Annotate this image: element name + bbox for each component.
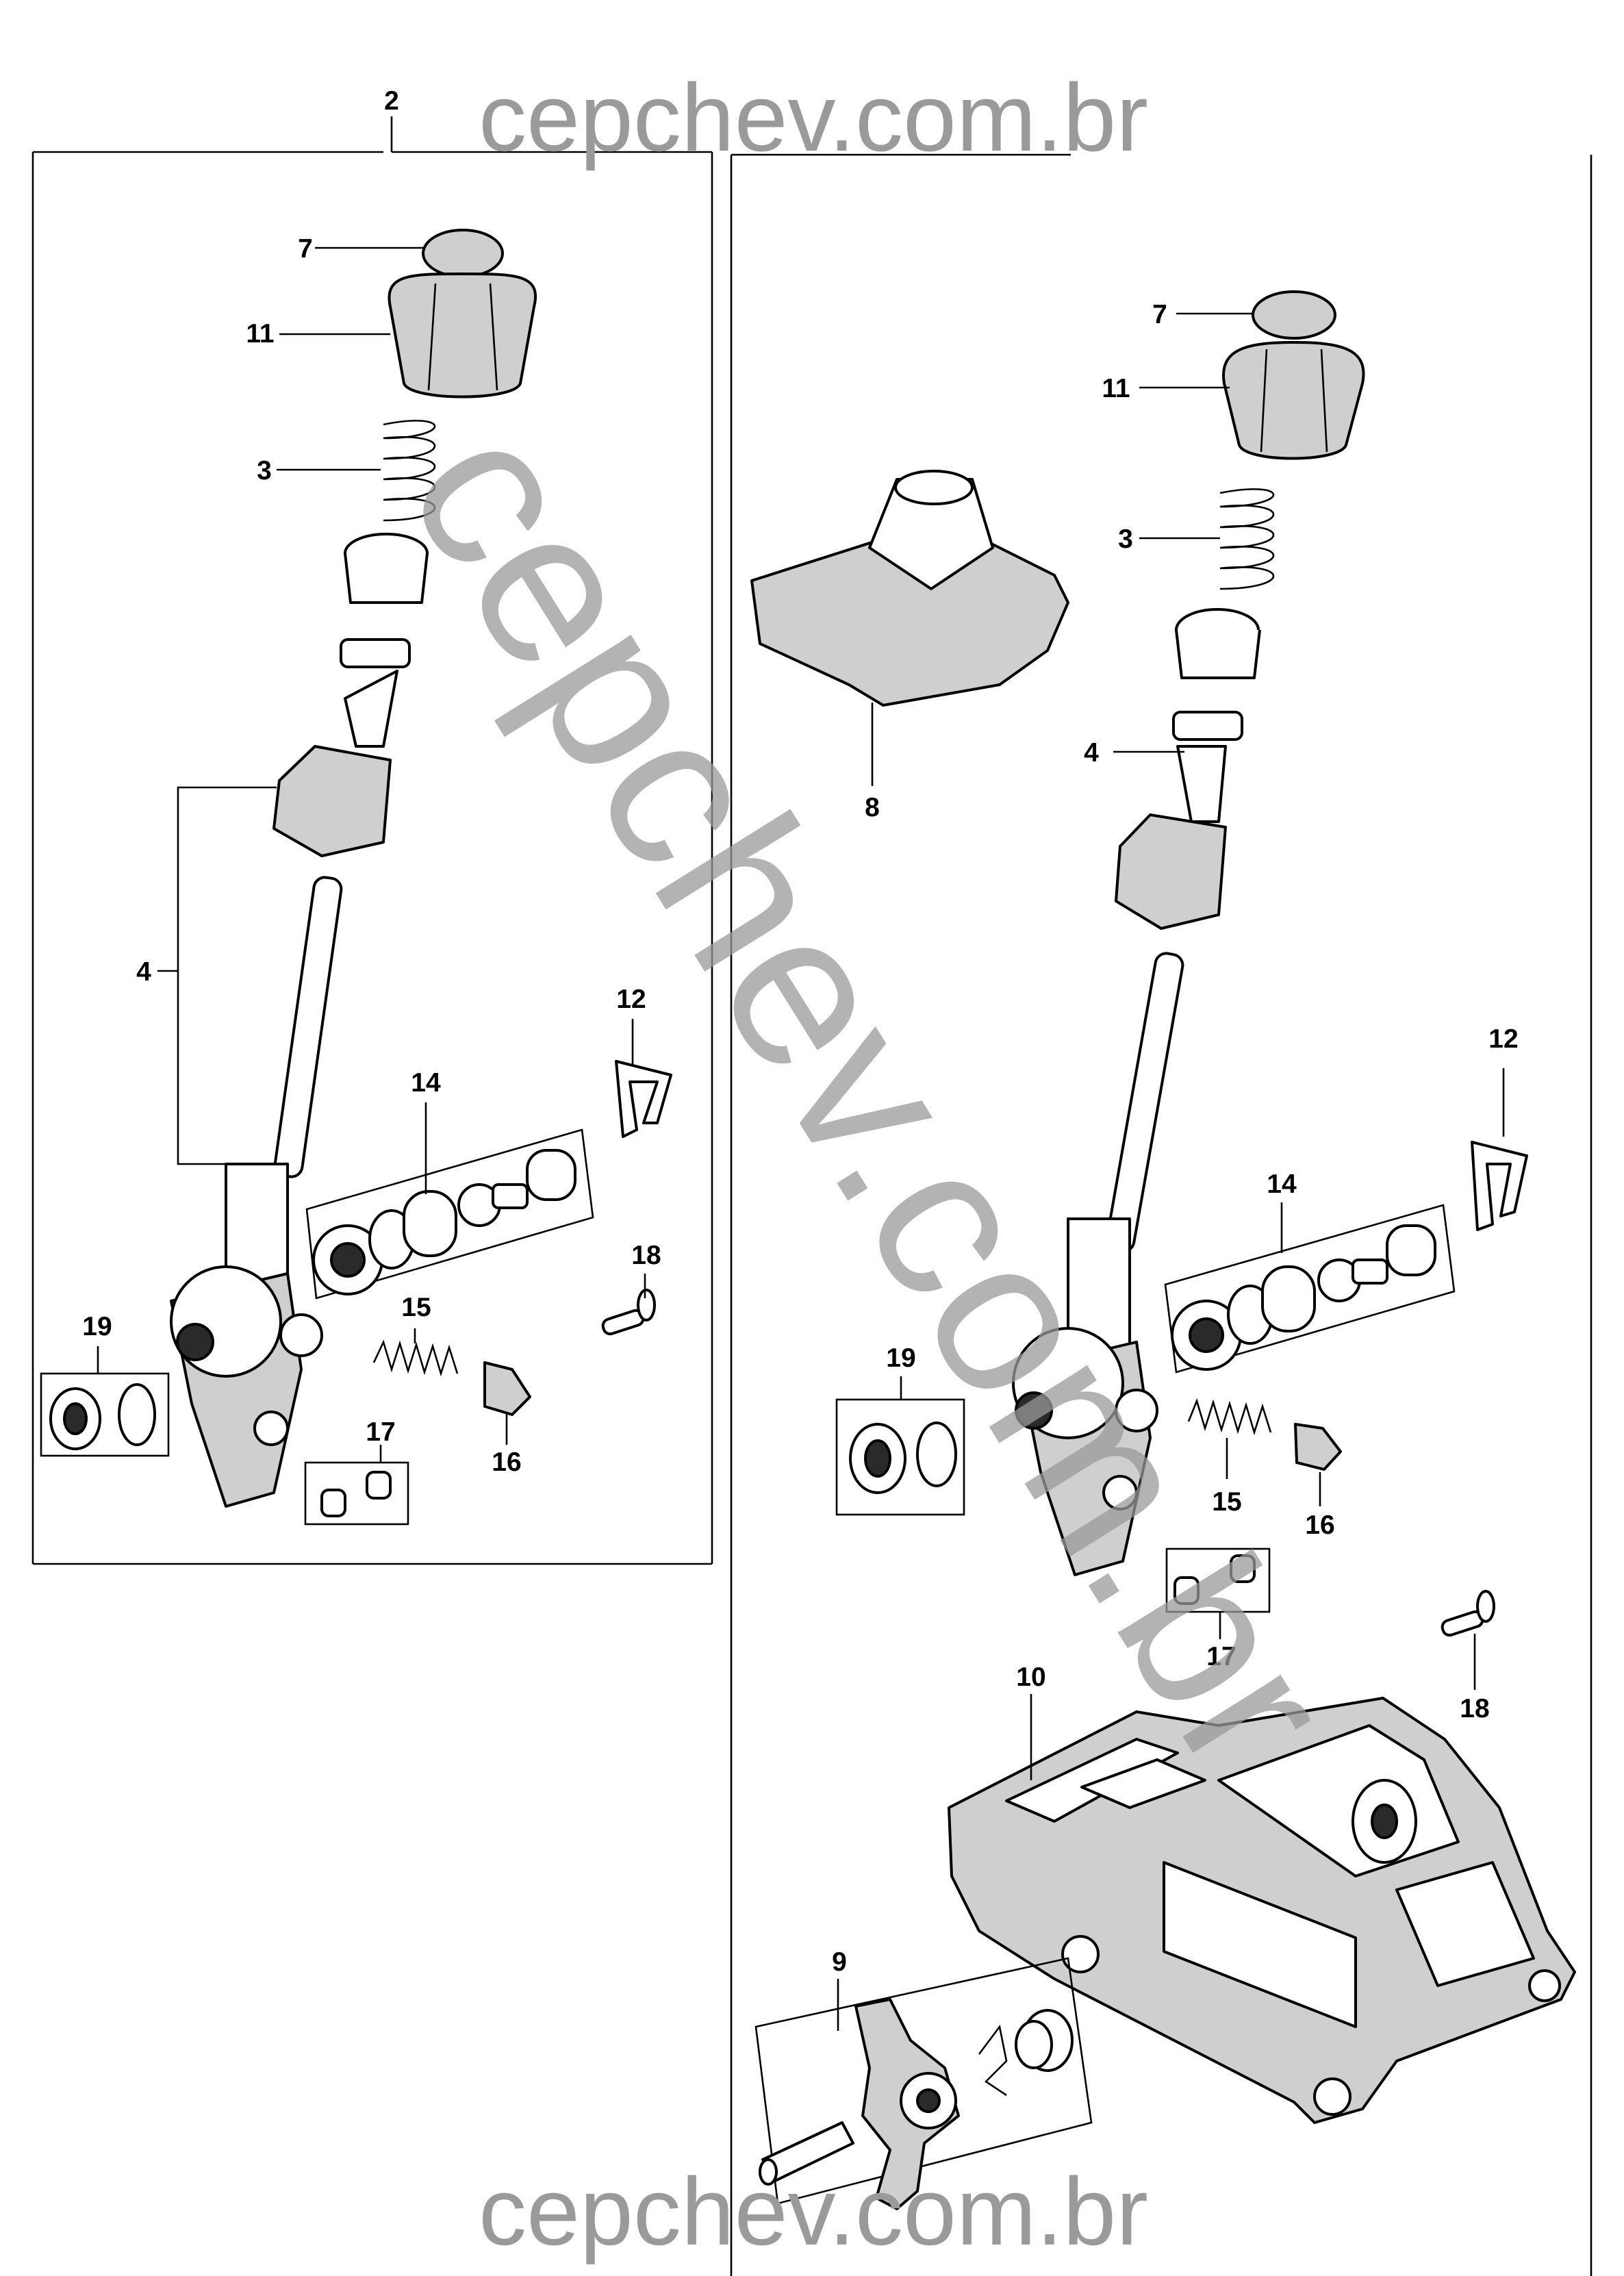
right-pin-pair <box>1165 1547 1271 1613</box>
right-label-small-spring: 15 <box>1212 1487 1241 1517</box>
left-label-small-spring: 15 <box>401 1293 431 1322</box>
left-clip <box>615 1060 672 1138</box>
right-boot <box>750 470 1069 707</box>
right-assembly-frame <box>730 153 1593 2276</box>
right-knob <box>1222 341 1365 460</box>
right-label-boot: 8 <box>865 793 880 822</box>
left-label-pin-pair: 17 <box>366 1417 395 1447</box>
left-label-bolt: 18 <box>631 1241 661 1270</box>
right-small-spring <box>1187 1398 1272 1436</box>
left-label-bushing-kit: 14 <box>411 1068 441 1098</box>
left-pin-pair <box>304 1461 409 1526</box>
left-callout-numbers: 2 7 11 3 4 12 14 18 15 19 16 17 <box>82 86 661 1477</box>
right-callout-lines <box>837 312 1505 2031</box>
right-bushing-kit <box>1164 1204 1456 1374</box>
right-parts <box>750 290 1576 2210</box>
right-label-bushing-kit: 14 <box>1267 1169 1297 1199</box>
right-callout-numbers: 7 11 3 4 8 12 14 19 15 16 17 18 10 9 <box>832 300 1519 1977</box>
right-housing <box>948 1697 1576 2124</box>
left-bushing-kit <box>305 1128 594 1300</box>
right-label-ball-kit: 19 <box>886 1343 915 1373</box>
left-lever-top <box>272 533 429 857</box>
left-label-knob-cap: 7 <box>298 234 313 264</box>
left-ball-kit <box>40 1372 170 1457</box>
left-label-ball-kit: 19 <box>82 1312 112 1341</box>
right-clip <box>1471 1141 1528 1231</box>
right-label-spring: 3 <box>1118 524 1133 554</box>
right-spring <box>1219 488 1275 590</box>
right-label-pin: 16 <box>1305 1510 1334 1540</box>
right-selector-kit <box>754 1957 1093 2210</box>
right-label-pin-pair: 17 <box>1206 1642 1236 1671</box>
left-label-clip: 12 <box>616 985 646 1014</box>
right-label-bolt: 18 <box>1460 1694 1489 1723</box>
left-label-knob: 11 <box>246 319 274 349</box>
left-knob <box>388 273 537 399</box>
right-lever-base <box>1012 952 1184 1576</box>
left-parts <box>40 229 672 1526</box>
right-label-housing: 10 <box>1016 1662 1045 1692</box>
left-group-label: 2 <box>384 86 399 116</box>
right-label-selector-kit: 9 <box>832 1947 847 1977</box>
right-pin <box>1294 1423 1342 1471</box>
right-lever-top <box>1115 608 1261 930</box>
right-label-lever: 4 <box>1084 738 1099 768</box>
left-lever-base <box>170 876 343 1508</box>
left-callout-lines <box>97 246 646 1463</box>
left-small-spring <box>372 1339 459 1377</box>
right-bolt <box>1441 1590 1495 1637</box>
right-knob-cap <box>1252 290 1336 340</box>
left-spring <box>383 420 436 522</box>
left-bolt <box>601 1289 656 1336</box>
watermark-top: cepchev.com.br <box>479 64 1148 171</box>
left-label-spring: 3 <box>257 456 272 485</box>
left-label-lever: 4 <box>136 957 151 987</box>
left-pin <box>483 1361 531 1416</box>
left-knob-cap <box>422 229 504 278</box>
right-label-knob-cap: 7 <box>1152 300 1167 329</box>
right-label-knob: 11 <box>1102 374 1130 403</box>
watermark-bottom: cepchev.com.br <box>479 2158 1148 2265</box>
right-ball-kit <box>835 1398 965 1516</box>
left-label-pin: 16 <box>492 1447 521 1477</box>
left-assembly-frame <box>31 116 713 1565</box>
right-label-clip: 12 <box>1488 1024 1518 1054</box>
